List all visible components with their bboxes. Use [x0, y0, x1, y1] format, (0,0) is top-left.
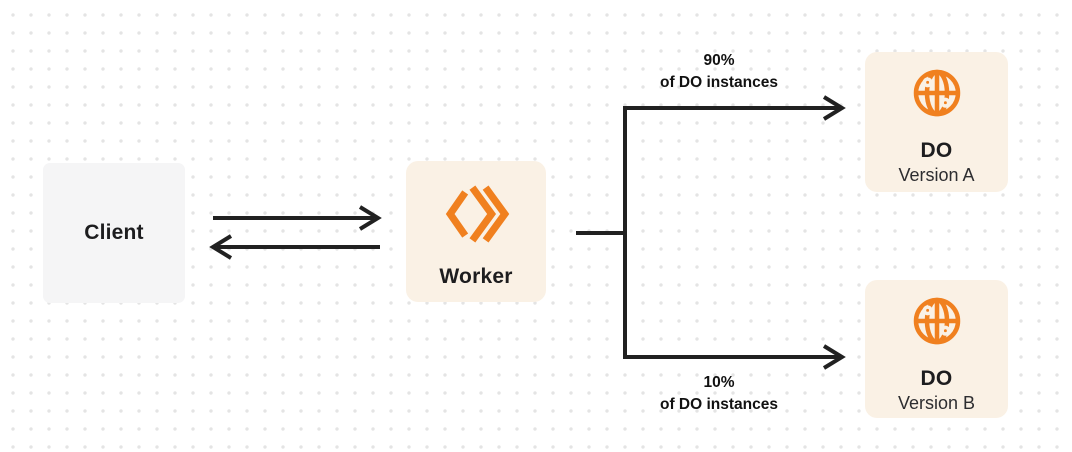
edge-label-10-line2: of DO instances	[660, 396, 778, 413]
edge-label-10-line1: 10%	[703, 374, 735, 391]
client-label: Client	[84, 221, 144, 244]
arrow-client-to-worker	[213, 205, 382, 231]
globe-icon	[906, 62, 968, 124]
worker-node: Worker	[406, 161, 546, 302]
globe-icon	[906, 290, 968, 352]
client-node: Client	[43, 163, 185, 303]
workers-logo-icon	[445, 185, 510, 243]
do-version-b-node: DO Version B	[865, 280, 1008, 418]
do-b-subtitle: Version B	[897, 393, 976, 413]
worker-label: Worker	[439, 265, 513, 288]
do-a-title: DO	[920, 139, 953, 162]
edge-label-90-line1: 90%	[703, 52, 735, 69]
edge-label-90-line2: of DO instances	[660, 74, 778, 91]
do-version-a-node: DO Version A	[865, 52, 1008, 192]
do-a-subtitle: Version A	[898, 165, 975, 185]
edge-label-90-percent: 90% of DO instances	[660, 50, 778, 94]
arrow-worker-to-client	[209, 234, 380, 260]
edge-label-10-percent: 10% of DO instances	[660, 372, 778, 416]
do-b-title: DO	[920, 367, 953, 390]
branch-connector	[576, 95, 846, 370]
